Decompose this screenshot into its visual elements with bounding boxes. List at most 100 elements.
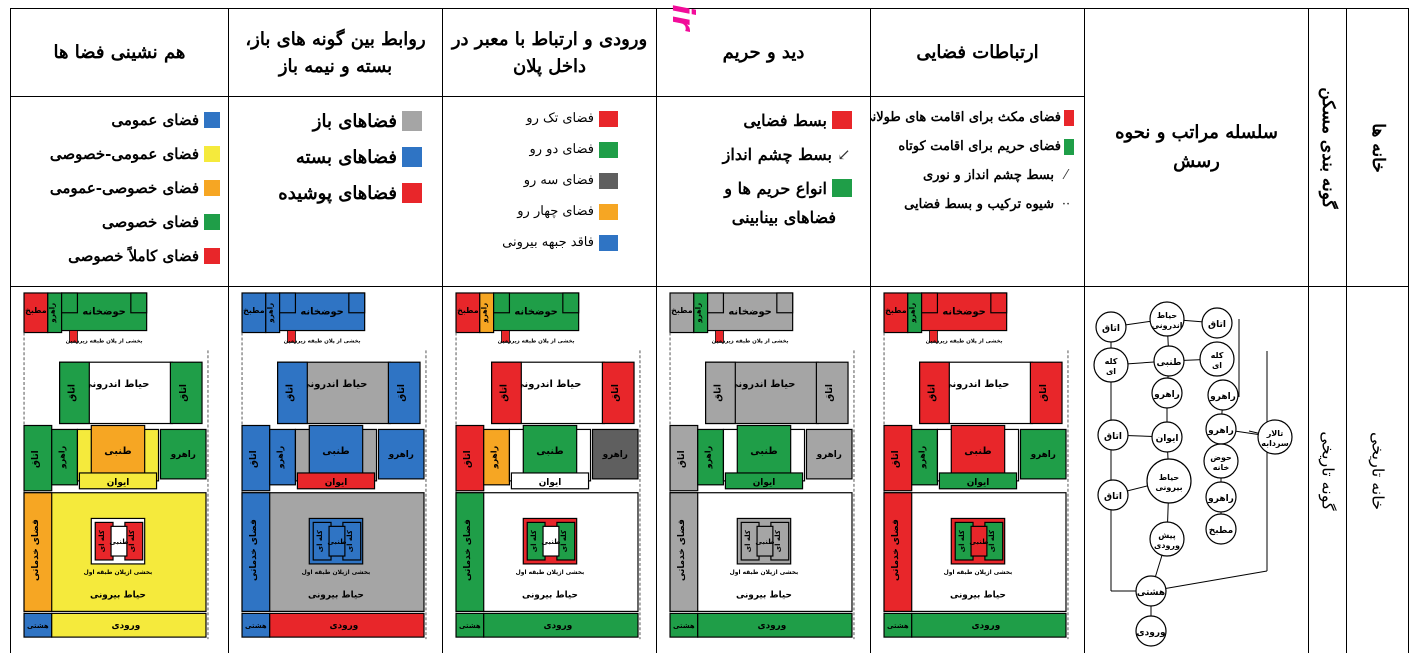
bubble-label: حوض [1210,453,1232,463]
legend-swatch [402,111,422,131]
plan-label: ایوان [539,478,562,488]
plan-label: فضای خدماتی [891,519,901,581]
legend-label: فضاهای بسته [295,146,397,168]
plan-label: هشتی [459,622,481,630]
tanabi [308,424,364,476]
entrance [911,612,1067,638]
legend-symbol: ·· [1061,197,1071,212]
bubble-label: اتاق [1104,492,1122,502]
plan-label: راهرو [695,303,703,324]
room-left [705,361,736,425]
header-hierarchy: سلسله مراتب و نحوه رسش [1084,8,1309,287]
bubble-label: اندرونی [1151,321,1182,330]
bubble-node [1151,421,1183,453]
bubble-label: راهرو [1209,392,1236,402]
bubble-node [1203,443,1239,479]
legend-label: شیوه ترکیب و بسط فضایی [904,197,1054,212]
plan-label: حوضخانه [514,307,557,318]
pool-niche [921,292,939,314]
legend-item: فضای خصوصی [19,205,220,239]
bubble-node [1257,419,1293,455]
room-right [601,361,635,425]
plan-label: حیاط اندرونی [729,379,796,390]
service [455,492,485,612]
bubble-node [1095,311,1127,343]
legend-swatch [599,234,618,251]
rahro-left [697,428,725,486]
tanabi [736,424,792,476]
room-left [491,361,522,425]
bubble-node [1153,345,1185,377]
tanabi [90,424,146,476]
plan-label: اتاق [179,384,189,402]
legend-swatch [204,146,220,162]
plan-label: حیاط اندرونی [301,379,368,390]
rahro-left [269,428,297,486]
bubble-label: راهرو [1153,390,1180,400]
iwan [724,472,804,490]
plan-label: طنبی [104,446,131,457]
plan-label: راهرو [49,303,57,324]
legend-item: بسط فضایی [665,103,862,137]
plan-label: کله ای [958,529,966,552]
legend-label: بسط چشم انداز [722,144,832,164]
legend-label: فضای تک رو [526,111,594,126]
legend-swatch [204,112,220,128]
rahro-right [1019,428,1067,480]
plan-label: حیاط بیرونی [950,591,1006,601]
legend-item: فضای عمومی [19,103,220,137]
legend-label: فاقد جبهه بیرونی [502,235,594,250]
legend-swatch [832,179,852,197]
room-left [919,361,950,425]
plan-label: اتاق [397,384,407,402]
legend-swatch [832,111,852,129]
bubble-label: ورودی [1154,541,1180,550]
plan-label: ایوان [753,478,776,488]
plan-label: کله ای [98,529,106,552]
plan-label: ورودی [757,621,786,631]
legend-item: فضای کاملاً خصوصی [19,239,220,273]
legend-label: فضای دو رو [529,142,594,157]
legend-label: فضای حریم برای اقامت کوتاه [898,139,1061,154]
legend-label: فضای خصوصی-عمومی [49,179,199,197]
plan-label: کله ای [988,529,996,552]
plan-label: بخشی از پلان طبقه زیرزمین [284,338,361,344]
plan-label: اتاق [31,450,41,468]
entrance [51,612,207,638]
row-label-type: گونه تاریخی [1308,286,1347,653]
legend-swatch [599,110,618,127]
plan-label: مطبخ [243,306,265,315]
plan-label: بخشی از پلان طبقه زیرزمین [712,338,789,344]
pool-niche [776,292,794,314]
plan-label: طنبی [327,538,347,546]
plan-label: کله ای [530,529,538,552]
plan-label: ورودی [329,621,358,631]
legend-swatch [1064,109,1074,126]
pool-niche [562,292,580,314]
plan-label: حوضخانه [942,307,985,318]
legend-item: ·· شیوه ترکیب و بسط فضایی [879,190,1076,219]
service [669,492,699,612]
legend-swatch [599,141,618,158]
legend-label: فضای سه رو [523,173,594,188]
tanabi-small [328,525,346,557]
room-right [815,361,849,425]
bubble-label: طنبی [1157,358,1182,368]
legend-label: انواع حریم ها و [724,178,827,198]
plan-label: طنبی [322,446,349,457]
tanabi [522,424,578,476]
legend-label: فضای عمومی [111,111,199,129]
bubble-node [1149,521,1185,557]
entrance [483,612,639,638]
bubble-label: کله [1105,357,1118,366]
bubble-label: اتاق [1208,320,1226,330]
bubble-label: حیاط [1157,311,1178,320]
